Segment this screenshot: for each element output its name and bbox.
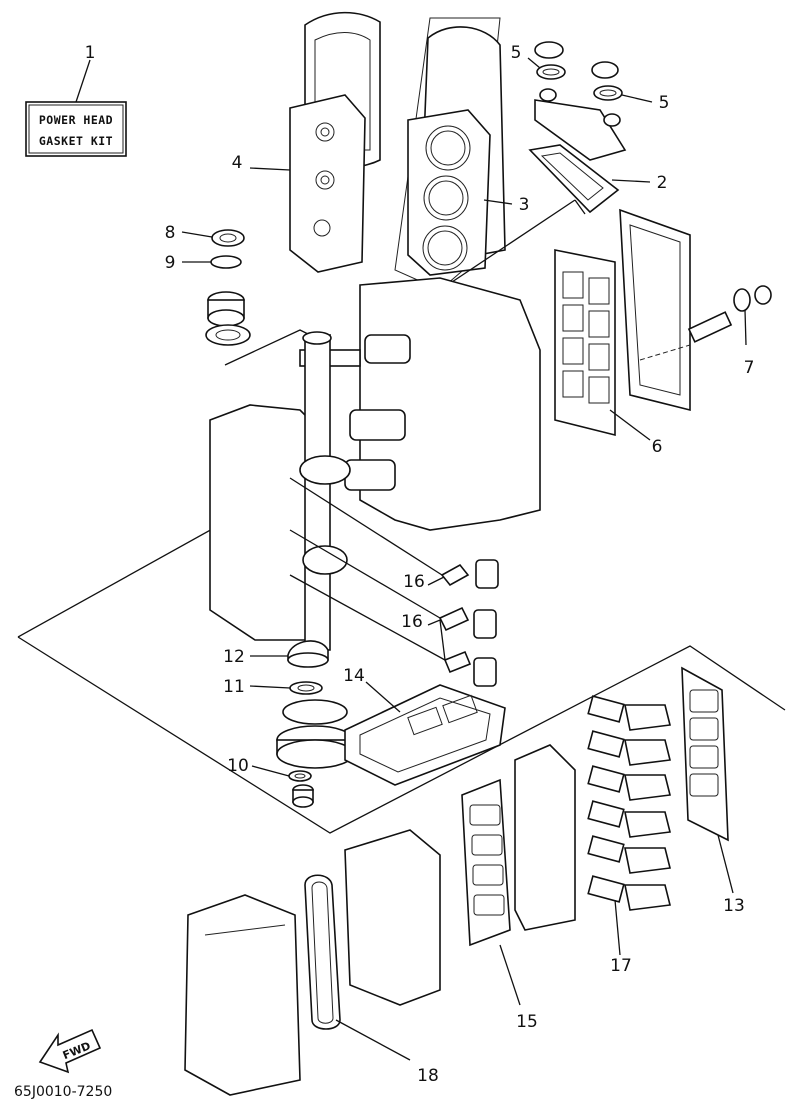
carburetor-mounting-plate (344, 829, 441, 1006)
leader-6 (609, 409, 651, 441)
callout-15: 15 (516, 1012, 538, 1032)
leader-5b (621, 94, 653, 103)
oil-seal (211, 229, 245, 247)
cylinder-head-gasket (289, 94, 366, 273)
callout-8: 8 (165, 223, 176, 243)
callout-5-lower: 5 (659, 93, 670, 113)
lower-oil-seal (289, 681, 323, 695)
leader-10 (251, 765, 290, 777)
kit-label-line2: GASKET KIT (39, 134, 113, 148)
leader-17 (614, 899, 621, 956)
callout-12: 12 (223, 647, 245, 667)
dashed-guide-7 (639, 344, 691, 361)
leader-18 (335, 1019, 411, 1061)
callout-13: 13 (723, 896, 745, 916)
callout-17: 17 (610, 956, 632, 976)
reed-valve-blocks (624, 704, 671, 911)
fwd-arrow-icon: FWD (38, 1028, 102, 1074)
intake-manifold (514, 744, 576, 931)
silencer-gasket (304, 874, 341, 1030)
silencer-cover (184, 894, 301, 1096)
callout-5-upper: 5 (511, 43, 522, 63)
small-bushing (292, 784, 314, 808)
lower-seal-cap (287, 640, 329, 668)
callout-1: 1 (85, 43, 96, 63)
leader-3 (483, 199, 513, 205)
power-head-gasket-kit-label: POWER HEAD GASKET KIT (25, 101, 127, 157)
callout-18: 18 (417, 1066, 439, 1086)
diagram-code: 65J0010-7250 (14, 1084, 112, 1100)
upper-seal-housing (205, 324, 251, 346)
callout-4: 4 (232, 153, 243, 173)
leader-5a (527, 57, 541, 69)
leader-11 (249, 685, 291, 689)
cap-gasket-upper (536, 64, 566, 80)
cylinder-block-outline (394, 17, 501, 291)
kit-label-line1: POWER HEAD (39, 113, 113, 127)
leader-16b (427, 619, 446, 661)
assembly-outline-bottom (17, 636, 786, 834)
callout-16-lower: 16 (401, 612, 423, 632)
callout-2: 2 (657, 173, 668, 193)
leader-13 (717, 834, 734, 894)
callout-10: 10 (227, 756, 249, 776)
lower-bearing-housing (276, 699, 354, 769)
exhaust-cover-gasket (528, 144, 620, 214)
leader-14 (365, 681, 401, 713)
callout-6: 6 (652, 437, 663, 457)
exhaust-cover (534, 88, 627, 161)
crankshaft (299, 331, 351, 651)
guide-16a (289, 477, 443, 576)
leader-8 (181, 231, 213, 238)
intake-manifold-gasket (461, 778, 511, 947)
callout-11: 11 (223, 677, 245, 697)
leader-15 (499, 944, 521, 1006)
callout-3: 3 (519, 195, 530, 215)
gasket-stack-line-b (574, 199, 586, 215)
fitting-gasket-16c (443, 650, 472, 674)
callout-7: 7 (744, 358, 755, 378)
intake-fittings (473, 559, 499, 687)
fitting-gasket-16a (440, 563, 470, 587)
guide-16b (289, 529, 441, 619)
leader-16a (427, 576, 445, 586)
upper-bearing (207, 291, 245, 327)
crankcase-base-gasket (344, 684, 506, 786)
o-ring (210, 255, 242, 269)
cover-cap-upper (534, 41, 564, 59)
leader-2 (611, 179, 651, 183)
small-oil-seal (288, 770, 312, 782)
gasket-stack-line (439, 199, 576, 291)
cylinder-block (299, 277, 541, 531)
leader-7 (744, 309, 747, 346)
callout-16-upper: 16 (403, 572, 425, 592)
cylinder-gasket (407, 109, 491, 276)
reed-valve-gasket (681, 666, 729, 842)
cap-gasket-lower (593, 85, 623, 101)
side-cover-plate (619, 208, 691, 412)
callout-9: 9 (165, 253, 176, 273)
guide-16c (289, 574, 446, 661)
thermostat-fitting (687, 285, 772, 343)
fitting-gasket-16b (438, 606, 470, 632)
reed-valve-plates (587, 695, 625, 903)
leader-1 (75, 59, 91, 103)
side-cover-gasket (554, 249, 616, 437)
crankcase (209, 404, 321, 641)
leader-4 (249, 167, 291, 171)
callout-14: 14 (343, 666, 365, 686)
cover-cap-lower (591, 61, 619, 79)
